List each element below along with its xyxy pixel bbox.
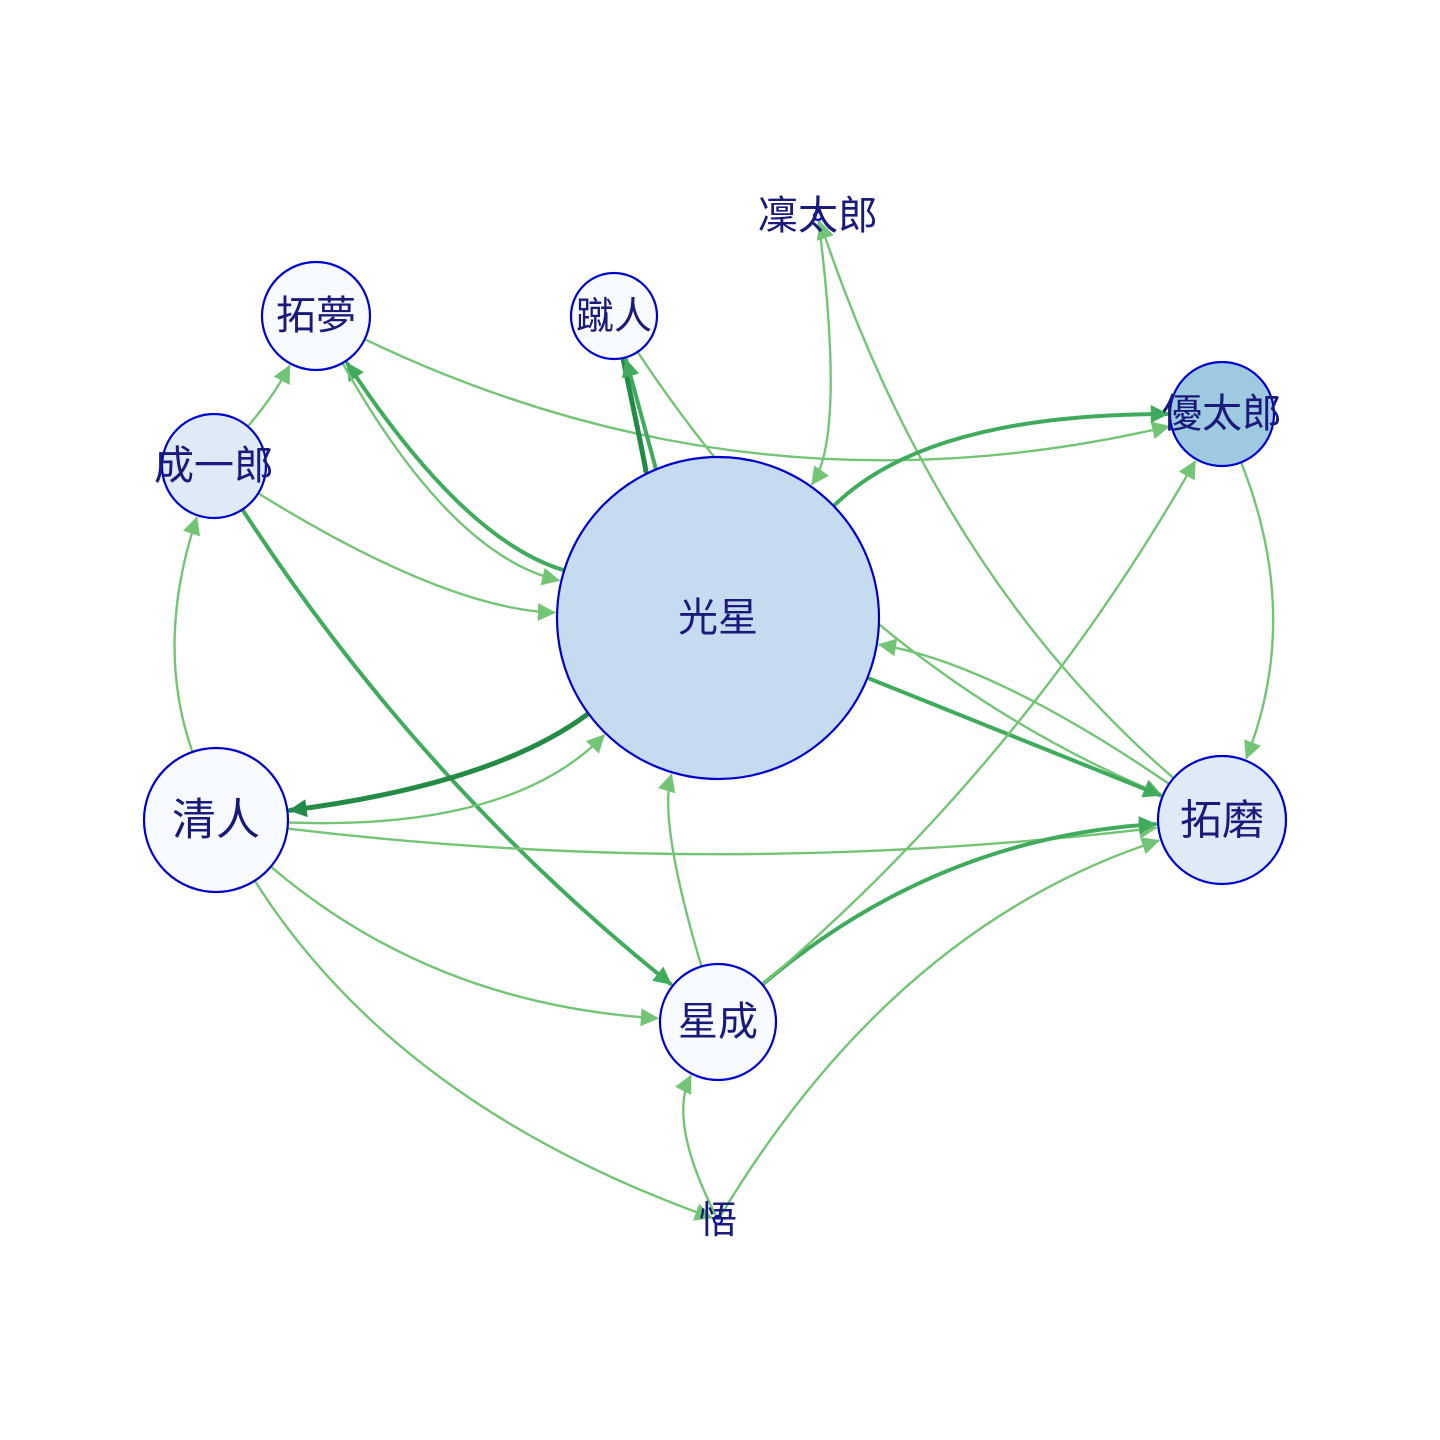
node-yutaro: 優太郎 [1162, 360, 1282, 468]
node-circle-takuma [1156, 754, 1288, 886]
edge-kiyoto-to-seiichiro [173, 516, 201, 752]
node-circle-takumu [260, 260, 372, 372]
edge-seiichiro-to-takumu [247, 364, 291, 427]
node-takumu: 拓夢 [260, 260, 372, 372]
edge-kiyoto-to-kosei [288, 734, 605, 825]
edge-seiichiro-to-hoshinari [241, 509, 673, 986]
node-label-satoru: 悟 [699, 1198, 737, 1242]
edge-takuma-to-rintaro [816, 220, 1174, 778]
edge-rintaro-to-kosei [811, 220, 832, 486]
edge-takumu-to-yutaro [365, 338, 1171, 462]
edge-hoshinari-to-takuma [761, 816, 1158, 986]
edge-hoshinari-to-kosei [658, 773, 703, 966]
edge-kiyoto-to-satoru [254, 881, 714, 1221]
edge-kosei-to-yutaro [833, 405, 1169, 507]
edge-kosei-to-kiyoto [287, 712, 590, 818]
node-kiyoto: 清人 [142, 746, 290, 894]
node-rintaro: 凜太郎 [758, 193, 878, 239]
node-circle-hoshinari [658, 962, 778, 1082]
node-circle-shuto [569, 271, 659, 361]
node-label-yutaro: 優太郎 [1162, 391, 1282, 437]
node-label-seiichiro: 成一郎 [154, 443, 274, 489]
node-circle-kiyoto [142, 746, 290, 894]
node-circle-satoru [712, 1214, 724, 1226]
edge-satoru-to-hoshinari [675, 1074, 717, 1216]
node-label-kiyoto: 清人 [172, 795, 260, 846]
node-circle-rintaro [812, 210, 824, 222]
node-label-kosei: 光星 [678, 595, 758, 641]
node-satoru: 悟 [699, 1198, 737, 1242]
edge-takumu-to-kosei [342, 363, 561, 586]
node-circle-yutaro [1168, 360, 1276, 468]
node-takuma: 拓磨 [1156, 754, 1288, 886]
edge-yutaro-to-takuma [1240, 463, 1275, 760]
node-hoshinari: 星成 [658, 962, 778, 1082]
node-circle-seiichiro [160, 412, 268, 520]
node-label-shuto: 蹴人 [576, 294, 652, 338]
node-circle-kosei [555, 455, 881, 781]
edge-kiyoto-to-hoshinari [271, 866, 659, 1027]
node-label-takumu: 拓夢 [276, 293, 356, 339]
edge-shuto-to-kosei [620, 357, 662, 490]
edge-kosei-to-takumu [345, 361, 565, 572]
node-shuto: 蹴人 [569, 271, 659, 361]
edge-kosei-to-takuma [867, 676, 1162, 798]
edge-kosei-to-shuto [621, 358, 658, 470]
node-kosei: 光星 [555, 455, 881, 781]
node-label-rintaro: 凜太郎 [758, 193, 878, 239]
node-label-takuma: 拓磨 [1180, 796, 1264, 845]
edge-hoshinari-to-yutaro [762, 460, 1196, 985]
node-label-hoshinari: 星成 [678, 999, 758, 1045]
node-seiichiro: 成一郎 [154, 412, 274, 520]
edge-takuma-to-kosei [878, 638, 1169, 784]
edge-seiichiro-to-kosei [258, 493, 556, 622]
edge-satoru-to-takuma [719, 837, 1161, 1217]
edge-kiyoto-to-takuma [288, 820, 1158, 856]
